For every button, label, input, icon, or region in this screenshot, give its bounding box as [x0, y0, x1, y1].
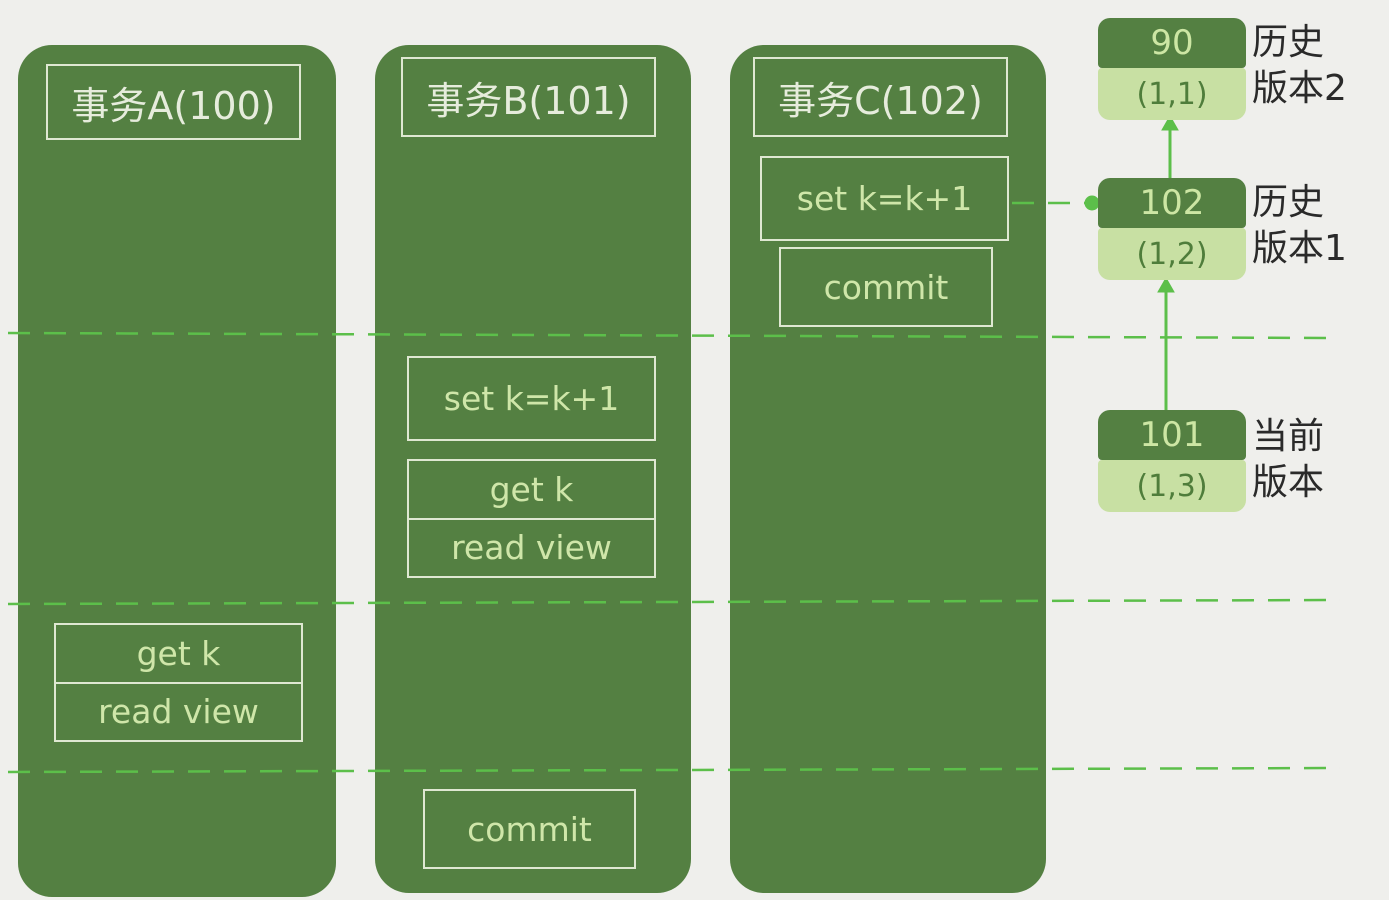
transaction-a-get-k: get k — [136, 633, 221, 673]
version-2-trx: (1,1) — [1098, 68, 1246, 120]
transaction-a-read-view: read view — [56, 681, 301, 741]
version-1-label-line2: 版本1 — [1252, 228, 1347, 269]
version-2-label-line1: 历史 — [1252, 22, 1325, 63]
transaction-b-get-read-view-box: get k read view — [407, 459, 656, 578]
transaction-c-title: 事务C(102) — [753, 57, 1008, 137]
current-version-trx: (1,3) — [1098, 460, 1246, 512]
current-version-value: 101 — [1098, 410, 1246, 460]
transaction-b-title: 事务B(101) — [401, 57, 656, 137]
version-2-label-line2: 版本2 — [1252, 68, 1347, 109]
transaction-b-read-view: read view — [409, 517, 654, 577]
transaction-a-title: 事务A(100) — [46, 64, 301, 140]
pointer-dot-icon — [1084, 195, 1100, 211]
transaction-c-set-k: set k=k+1 — [760, 156, 1009, 241]
timeline-dash-line-3 — [7, 766, 1341, 774]
current-version-label-line2: 版本 — [1252, 462, 1325, 503]
current-version-label-line1: 当前 — [1252, 416, 1325, 457]
transaction-c-column — [730, 45, 1046, 893]
timeline-dash-line-2 — [7, 598, 1341, 606]
transaction-b-get-k: get k — [489, 469, 574, 509]
arrow-up-icon — [1161, 114, 1179, 131]
version-1-label-line1: 历史 — [1252, 182, 1325, 223]
timeline-dash-line-1 — [7, 331, 1336, 340]
version-2-value: 90 — [1098, 18, 1246, 68]
transaction-a-column — [18, 45, 336, 897]
version-1-label: 历史 版本1 — [1252, 180, 1382, 272]
transaction-b-set-k: set k=k+1 — [407, 356, 656, 441]
version-1-value: 102 — [1098, 178, 1246, 228]
transaction-b-commit: commit — [423, 789, 636, 869]
transaction-b-column — [375, 45, 691, 893]
version-2-label: 历史 版本2 — [1252, 20, 1382, 112]
transaction-c-commit: commit — [779, 247, 993, 327]
current-version-label: 当前 版本 — [1252, 414, 1382, 506]
version-1-trx: (1,2) — [1098, 228, 1246, 280]
arrow-up-icon — [1157, 276, 1175, 293]
transaction-a-get-read-view-box: get k read view — [54, 623, 303, 742]
